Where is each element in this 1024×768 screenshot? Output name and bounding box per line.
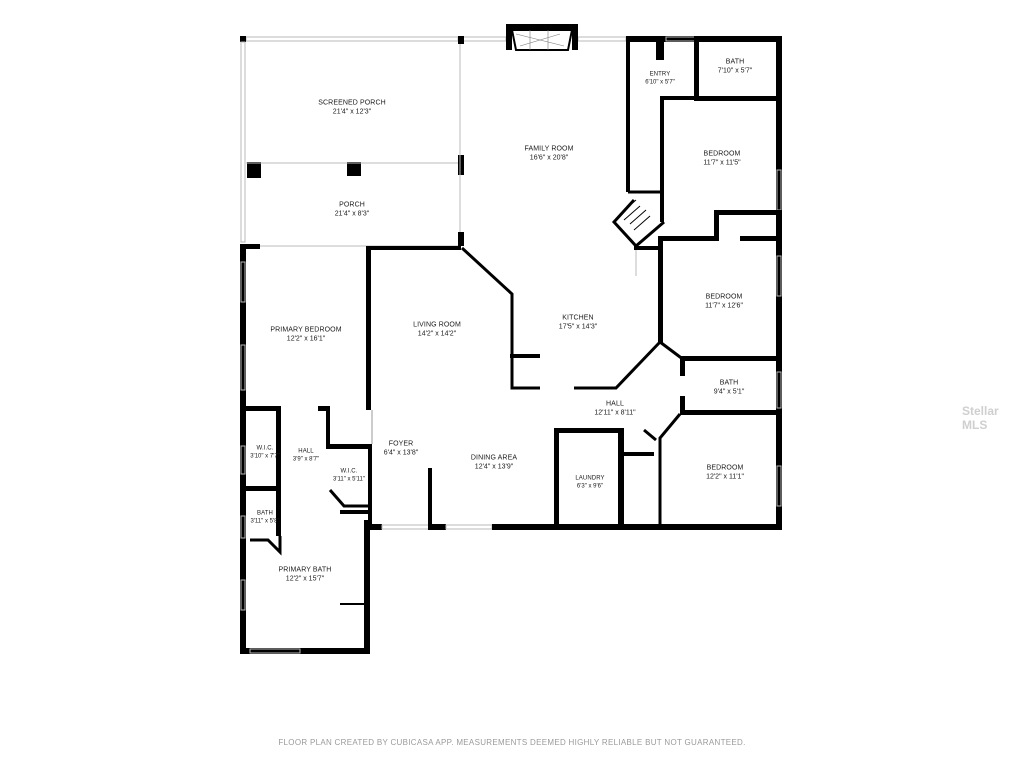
room-dimensions: 11'7" x 12'6" — [705, 302, 743, 309]
room-name: BEDROOM — [705, 293, 743, 301]
room-name: BATH — [719, 379, 739, 387]
room-dimensions: 11'7" x 11'5" — [703, 159, 741, 166]
room-label-entry: ENTRY 6'10" x 5'7" — [645, 72, 675, 87]
room-name: LIVING ROOM — [413, 321, 461, 329]
room-name: HALL — [298, 448, 314, 455]
room-label-dining-area: DINING AREA 12'4" x 13'9" — [471, 454, 517, 472]
room-dimensions: 6'3" x 9'6" — [576, 483, 604, 489]
window — [461, 36, 507, 42]
room-label-wic-left: W.I.C. 3'10" x 7'7" — [250, 446, 280, 461]
room-label-kitchen: KITCHEN 17'5" x 14'3" — [559, 314, 597, 332]
room-name: BEDROOM — [706, 464, 744, 472]
room-dimensions: 12'2" x 11'1" — [706, 473, 744, 480]
room-dimensions: 21'4" x 8'3" — [334, 210, 370, 217]
room-name: ENTRY — [649, 71, 671, 78]
room-label-bedroom-3: BEDROOM 12'2" x 11'1" — [706, 464, 744, 482]
room-dimensions: 7'10" x 5'7" — [717, 67, 753, 74]
room-dimensions: 6'10" x 5'7" — [645, 79, 675, 85]
room-name: SCREENED PORCH — [318, 99, 386, 107]
room-dimensions: 12'2" x 15'7" — [285, 575, 325, 582]
room-label-living-room: LIVING ROOM 14'2" x 14'2" — [413, 321, 461, 339]
room-name: BATH — [257, 510, 273, 517]
window — [245, 36, 459, 42]
room-label-bedroom-2: BEDROOM 11'7" x 12'6" — [705, 293, 743, 311]
room-dimensions: 14'2" x 14'2" — [417, 330, 457, 337]
room-name: KITCHEN — [562, 314, 594, 322]
interior-walls — [240, 36, 782, 605]
window — [381, 524, 433, 530]
window — [240, 515, 246, 539]
room-dimensions: 12'2" x 16'1" — [286, 335, 326, 342]
room-label-porch: PORCH 21'4" x 8'3" — [335, 201, 370, 219]
room-dimensions: 3'11" x 5'11" — [332, 476, 366, 482]
room-name: FAMILY ROOM — [524, 145, 574, 153]
room-label-foyer: FOYER 6'4" x 13'8" — [384, 440, 419, 458]
window — [776, 255, 782, 297]
room-label-screened-porch: SCREENED PORCH 21'4" x 12'3" — [318, 99, 386, 117]
room-name: DINING AREA — [470, 454, 518, 462]
window — [445, 524, 493, 530]
window — [249, 648, 301, 654]
disclaimer-footer: FLOOR PLAN CREATED BY CUBICASA APP. MEAS… — [278, 738, 746, 747]
room-dimensions: 21'4" x 12'3" — [332, 108, 372, 115]
room-dimensions: 12'11" x 8'11" — [594, 409, 636, 416]
window — [240, 344, 246, 391]
window — [240, 579, 246, 611]
room-dimensions: 6'4" x 13'8" — [383, 449, 419, 456]
window — [776, 371, 782, 409]
room-label-hall-main: HALL 12'11" x 8'11" — [594, 400, 635, 418]
room-name: BEDROOM — [703, 150, 741, 158]
room-dimensions: 9'4" x 5'1" — [713, 388, 745, 395]
room-label-laundry: LAUNDRY 6'3" x 9'6" — [575, 476, 604, 491]
room-name: BATH — [725, 58, 745, 66]
room-dimensions: 3'11" x 5'8" — [250, 518, 280, 524]
room-dimensions: 17'5" x 14'3" — [558, 323, 598, 330]
window — [577, 36, 627, 42]
room-name: PRIMARY BEDROOM — [270, 326, 342, 334]
room-label-hall-left: HALL 3'9" x 8'7" — [293, 449, 319, 464]
window — [240, 445, 246, 475]
room-dimensions: 16'6" x 20'8" — [529, 154, 569, 161]
room-label-primary-bath: PRIMARY BATH 12'2" x 15'7" — [279, 566, 332, 584]
room-label-bath-mid: BATH 9'4" x 5'1" — [714, 379, 745, 397]
window — [776, 465, 782, 507]
room-label-bedroom-1: BEDROOM 11'7" x 11'5" — [703, 150, 740, 168]
watermark: Stellar MLS — [962, 404, 999, 432]
room-name: FOYER — [388, 440, 414, 448]
room-dimensions: 3'9" x 8'7" — [292, 456, 320, 462]
room-name: PORCH — [339, 201, 365, 209]
room-label-bath-top: BATH 7'10" x 5'7" — [718, 58, 753, 76]
room-name: PRIMARY BATH — [278, 566, 332, 574]
room-name: W.I.C. — [256, 445, 274, 452]
room-name: HALL — [606, 400, 624, 408]
window — [240, 41, 246, 243]
room-name: W.I.C. — [340, 468, 358, 475]
window — [240, 261, 246, 303]
room-dimensions: 3'10" x 7'7" — [250, 453, 280, 459]
fireplace — [506, 24, 578, 51]
room-name: LAUNDRY — [575, 475, 605, 482]
room-label-bath-small: BATH 3'11" x 5'8" — [250, 511, 279, 526]
room-dimensions: 12'4" x 13'9" — [474, 463, 514, 470]
room-label-family-room: FAMILY ROOM 16'6" x 20'8" — [524, 145, 573, 163]
room-label-wic-small: W.I.C. 3'11" x 5'11" — [333, 469, 365, 484]
room-label-primary-bedroom: PRIMARY BEDROOM 12'2" x 16'1" — [270, 326, 341, 344]
